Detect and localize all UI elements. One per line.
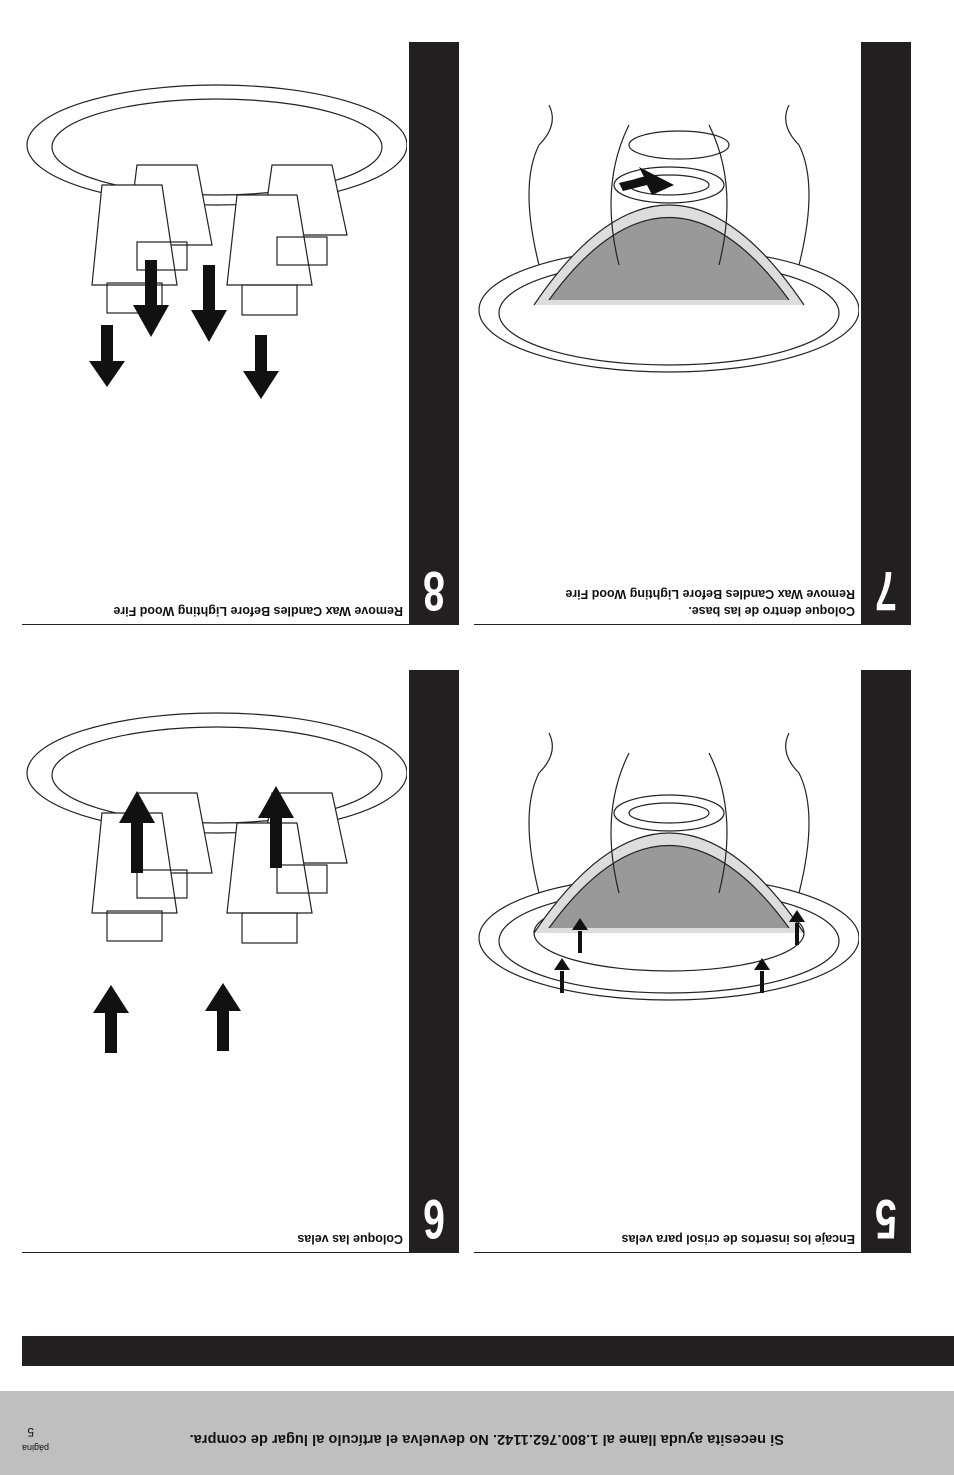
- step-8-bar: 8: [409, 42, 459, 625]
- step-6-bar: 6: [409, 670, 459, 1253]
- step-7-caption-line-2: Remove Wax Candles Before Lighting Wood …: [565, 587, 855, 601]
- step-5-number: 5: [875, 1188, 897, 1251]
- step-6-rule: [22, 1252, 409, 1253]
- step-8-caption: Remove Wax Candles Before Lighting Wood …: [27, 602, 403, 619]
- step-8-rule: [22, 624, 409, 625]
- fire-bowl-insert-arrow-icon: [478, 104, 859, 373]
- help-footer: Si necesita ayuda llame al 1.800.762.114…: [0, 1391, 954, 1475]
- step-7-bar: 7: [861, 42, 911, 625]
- step-5-bar: 5: [861, 670, 911, 1253]
- step-5-caption: Encaje los insertos de crisol para velas: [479, 1230, 855, 1247]
- candle-holder-insert-up-arrows-icon: [26, 712, 407, 1053]
- step-6-panel: 6 Coloque las velas: [22, 670, 459, 1253]
- step-8-panel: 8 Remove Wax Candles Before Lighting Woo…: [22, 42, 459, 625]
- step-6-number: 6: [423, 1188, 445, 1251]
- step-5-panel: 5 Encaje los insertos de crisol para vel…: [474, 670, 911, 1253]
- step-7-panel: 7 Coloque dentro de las base. Remove Wax…: [474, 42, 911, 625]
- step-5-rule: [474, 1252, 861, 1253]
- step-7-rule: [474, 624, 861, 625]
- fire-bowl-with-insert-arrows-icon: [478, 732, 859, 1001]
- step-8-number: 8: [423, 560, 445, 623]
- step-6-caption-line: Coloque las velas: [297, 1232, 403, 1246]
- step-7-caption-line-1: Coloque dentro de las base.: [688, 604, 855, 618]
- section-divider-bar: [22, 1336, 954, 1366]
- page-label: página: [21, 1443, 49, 1453]
- help-text: Si necesita ayuda llame al 1.800.762.114…: [189, 1431, 784, 1447]
- step-6-caption: Coloque las velas: [27, 1230, 403, 1247]
- step-5-caption-line: Encaje los insertos de crisol para velas: [621, 1232, 855, 1246]
- step-8-caption-line: Remove Wax Candles Before Lighting Wood …: [113, 604, 403, 618]
- page-number: 5: [27, 1425, 34, 1439]
- step-7-number: 7: [875, 560, 897, 623]
- candle-holder-remove-down-arrows-icon: [26, 84, 407, 399]
- step-7-caption: Coloque dentro de las base. Remove Wax C…: [479, 585, 855, 619]
